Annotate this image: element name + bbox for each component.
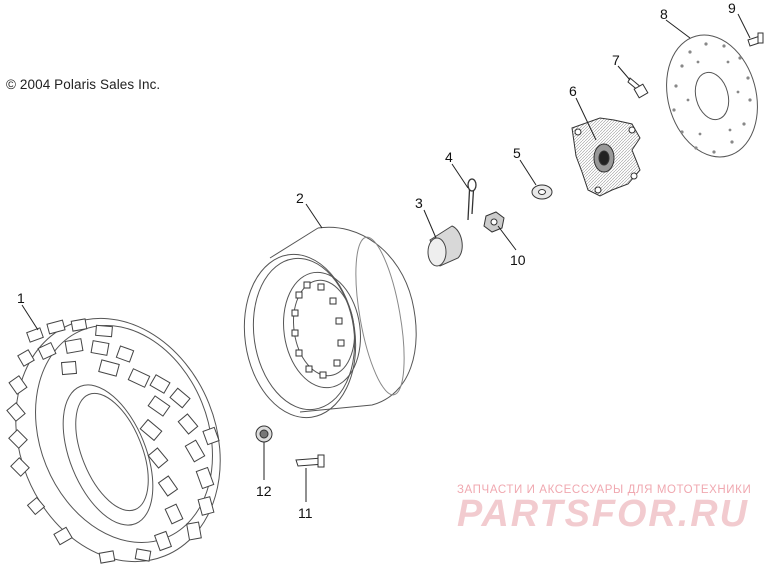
copyright-notice: © 2004 Polaris Sales Inc. <box>6 77 161 92</box>
brake-disc <box>666 34 758 158</box>
valve-stem <box>295 454 325 468</box>
disc-vent-holes <box>672 42 752 154</box>
tire-tread <box>6 318 220 564</box>
callout-1: 1 <box>17 290 25 306</box>
callout-11: 11 <box>298 505 313 521</box>
wheel-hub <box>571 117 641 197</box>
callout-6: 6 <box>569 83 577 99</box>
callout-12: 12 <box>256 483 272 499</box>
callout-5: 5 <box>513 145 521 161</box>
callout-labels: 1 2 3 4 5 6 7 8 9 10 11 12 <box>17 0 736 521</box>
callout-8: 8 <box>660 6 668 22</box>
watermark-logo: PARTSFOR.RU <box>457 493 749 532</box>
cotter-pin <box>467 178 477 221</box>
callout-3: 3 <box>415 195 423 211</box>
callout-9: 9 <box>728 0 736 16</box>
disc-screw <box>747 32 764 47</box>
callout-7: 7 <box>612 52 620 68</box>
rim-bolt-pattern <box>291 281 345 379</box>
hub-cap <box>427 225 463 267</box>
lug-nut <box>255 425 273 443</box>
callout-4: 4 <box>445 149 453 165</box>
callout-2: 2 <box>296 190 304 206</box>
watermark-caption: ЗАПЧАСТИ И АКСЕССУАРЫ ДЛЯ МОТОТЕХНИКИ <box>457 484 752 496</box>
callout-10: 10 <box>510 252 526 268</box>
castle-nut <box>483 211 505 233</box>
hub-bolt <box>627 77 649 99</box>
watermark-logo-text: PARTSFOR.RU <box>457 493 749 532</box>
tire <box>6 317 221 564</box>
leader-lines <box>21 13 751 502</box>
wheel-rim <box>243 226 417 419</box>
washer <box>531 184 553 200</box>
